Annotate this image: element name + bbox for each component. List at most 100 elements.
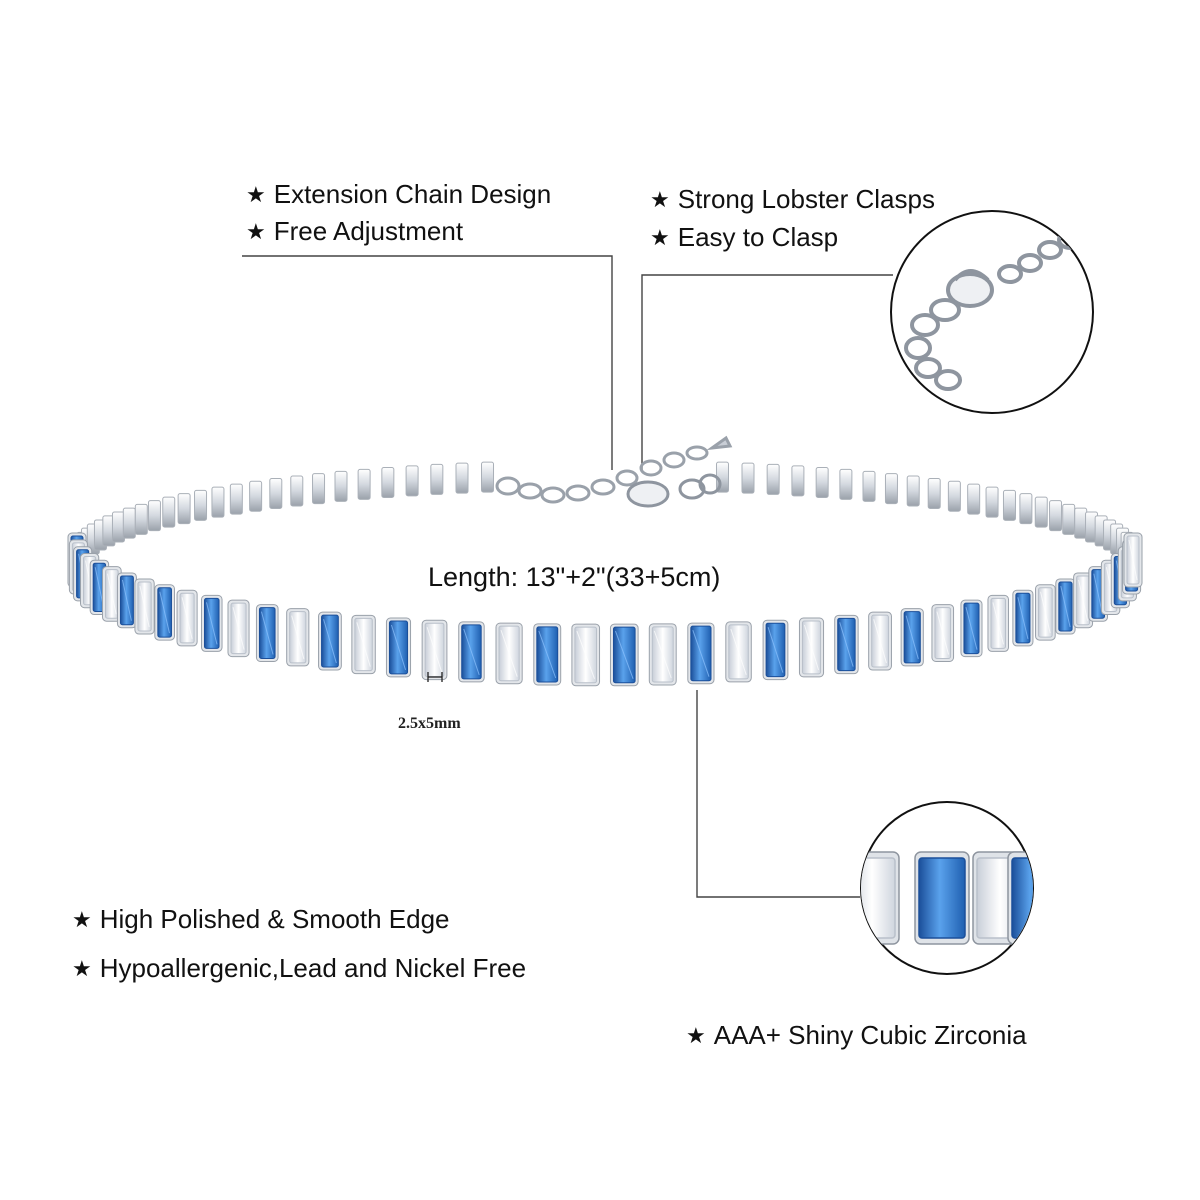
back-link <box>312 473 326 505</box>
back-link <box>162 496 176 528</box>
blue-stone <box>116 572 137 629</box>
back-link <box>1049 500 1063 532</box>
leader-line-clasp <box>641 274 893 470</box>
white-stone <box>351 614 376 675</box>
stone-size-label: 2.5x5mm <box>398 715 461 732</box>
back-link <box>1062 503 1076 535</box>
back-link <box>1034 496 1048 528</box>
feature-extension-chain: ★ Extension Chain Design <box>246 179 551 210</box>
white-stone <box>176 589 198 647</box>
back-link <box>967 483 981 515</box>
back-link <box>947 480 961 512</box>
back-link <box>177 493 191 525</box>
back-link <box>381 467 395 499</box>
star-icon: ★ <box>650 224 670 250</box>
blue-stone <box>834 614 859 675</box>
back-link <box>111 511 125 543</box>
leader-line-extension <box>242 255 613 470</box>
back-link <box>839 468 853 500</box>
blue-stone <box>200 594 223 652</box>
feature-easy-clasp: ★ Easy to Clasp <box>650 222 838 253</box>
back-link <box>1074 507 1088 539</box>
back-link <box>194 489 208 521</box>
closeup-blue-stone <box>1007 851 1033 945</box>
back-link <box>985 486 999 518</box>
white-stone <box>495 622 523 685</box>
leader-line-zirconia <box>696 690 860 898</box>
blue-stone <box>609 623 639 687</box>
back-link <box>927 478 941 510</box>
back-link <box>815 467 829 499</box>
back-link <box>1002 489 1016 521</box>
blue-stone <box>533 623 562 686</box>
blue-stone <box>385 617 412 678</box>
clasp-closeup-circle <box>890 210 1094 414</box>
lobster-clasp-icon <box>626 473 722 508</box>
back-link <box>269 478 283 510</box>
feature-text: High Polished & Smooth Edge <box>99 904 450 934</box>
back-link <box>766 463 780 495</box>
star-icon: ★ <box>686 1022 706 1048</box>
blue-stone <box>1055 578 1076 635</box>
back-link <box>147 500 161 532</box>
feature-cubic-zirconia: ★ AAA+ Shiny Cubic Zirconia <box>686 1020 1027 1051</box>
back-link <box>405 465 419 497</box>
back-link <box>741 462 755 494</box>
star-icon: ★ <box>72 955 92 981</box>
back-link <box>122 507 136 539</box>
white-stone <box>102 566 122 622</box>
feature-lobster-clasps: ★ Strong Lobster Clasps <box>650 184 935 215</box>
leader-lines <box>242 255 893 898</box>
back-link <box>134 503 148 535</box>
blue-stone <box>900 608 924 667</box>
white-stone <box>868 611 892 671</box>
back-link <box>430 463 444 495</box>
feature-text: Easy to Clasp <box>677 222 839 252</box>
blue-stone <box>154 584 175 641</box>
star-icon: ★ <box>246 218 266 244</box>
star-icon: ★ <box>246 181 266 207</box>
back-link <box>906 475 920 507</box>
back-link <box>357 468 371 500</box>
feature-text: Free Adjustment <box>273 216 464 246</box>
feature-free-adjustment: ★ Free Adjustment <box>246 216 463 247</box>
blue-stone <box>960 599 983 658</box>
blue-stone <box>318 611 342 671</box>
dimension-marker-icon <box>427 672 443 682</box>
necklace-front-band <box>67 532 1143 687</box>
white-stone <box>1123 532 1143 588</box>
stone-closeup-icon <box>860 801 1034 975</box>
white-stone <box>571 623 601 687</box>
back-link <box>455 462 469 494</box>
feature-hypoallergenic: ★ Hypoallergenic,Lead and Nickel Free <box>72 953 526 984</box>
blue-stone <box>762 619 789 681</box>
back-link <box>862 470 876 502</box>
back-link <box>290 475 304 507</box>
feature-text: Hypoallergenic,Lead and Nickel Free <box>99 953 527 983</box>
chain-icon <box>495 435 733 504</box>
white-stone <box>286 608 310 667</box>
back-link <box>1019 493 1033 525</box>
length-label: Length: 13"+2"(33+5cm) <box>428 562 721 592</box>
white-stone <box>987 594 1010 652</box>
blue-stone <box>687 622 715 685</box>
white-stone <box>227 599 250 658</box>
white-stone <box>134 578 155 635</box>
white-stone <box>725 621 752 683</box>
white-stone <box>1035 584 1056 641</box>
white-stone <box>931 604 955 662</box>
blue-stone <box>1012 589 1034 647</box>
back-link <box>211 486 225 518</box>
star-icon: ★ <box>650 186 670 212</box>
white-stone <box>421 619 448 681</box>
back-link <box>791 465 805 497</box>
white-stone <box>798 617 825 678</box>
feature-high-polished: ★ High Polished & Smooth Edge <box>72 904 450 935</box>
back-link <box>481 461 495 493</box>
back-link <box>334 470 348 502</box>
blue-stone <box>255 604 279 662</box>
feature-text: Strong Lobster Clasps <box>677 184 935 214</box>
feature-text: AAA+ Shiny Cubic Zirconia <box>713 1020 1027 1050</box>
feature-text: Extension Chain Design <box>273 179 552 209</box>
